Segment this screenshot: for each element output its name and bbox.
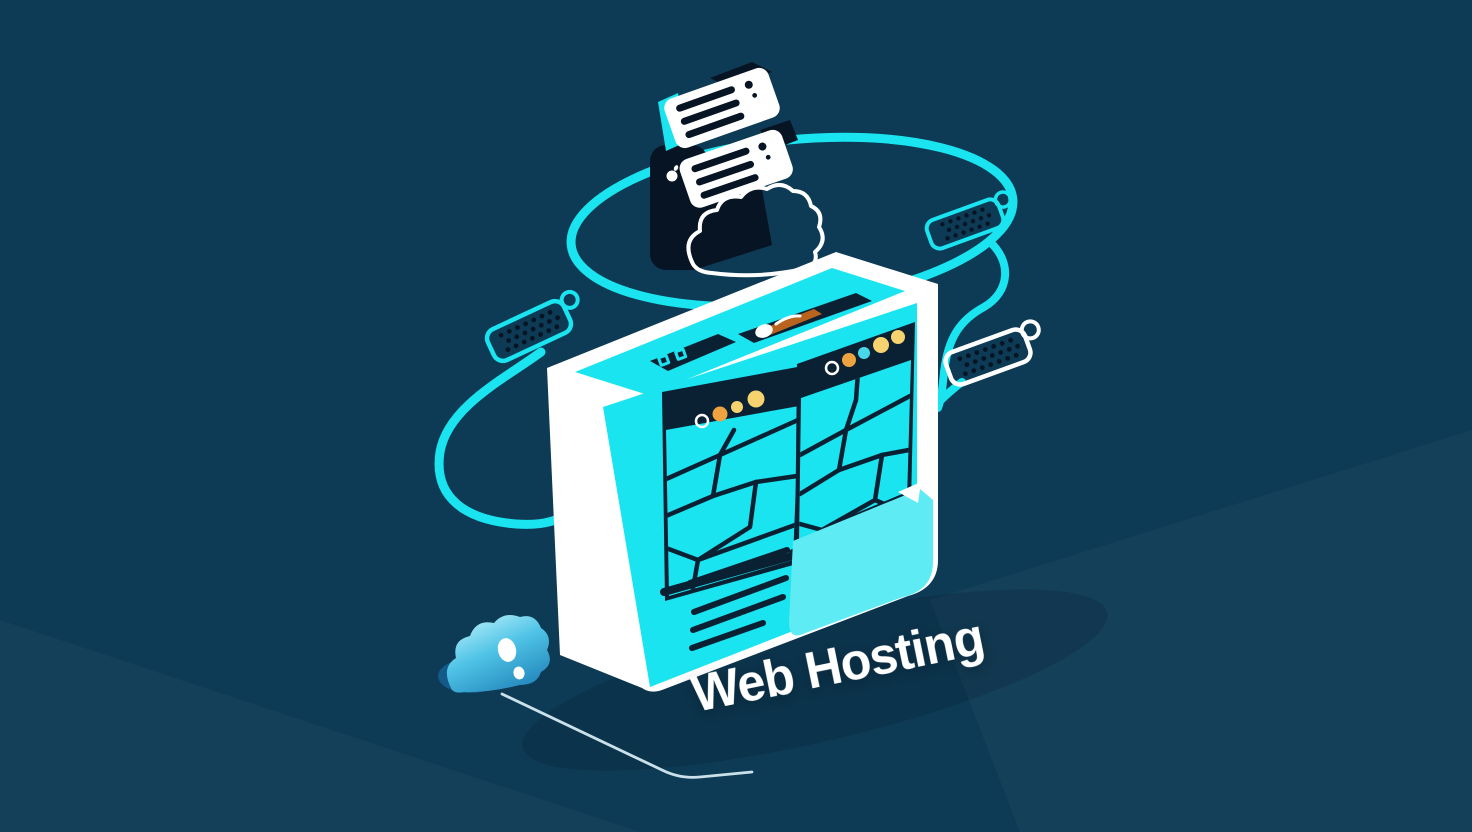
power-plug-icon (943, 319, 1041, 387)
power-cable-upper-right (924, 190, 1013, 412)
underline-swoosh-icon (500, 692, 754, 779)
apple-logo-icon (666, 165, 679, 182)
cracked-screen-icon (660, 366, 803, 601)
server-slot-lines (691, 147, 759, 199)
crack-pattern (666, 417, 799, 596)
cloud-lower-icon (438, 615, 550, 693)
cloud-hole (513, 666, 525, 680)
server-unit (658, 62, 780, 151)
power-plug-icon (924, 190, 1013, 251)
status-led-icon (694, 390, 765, 429)
battery-module-icon (738, 293, 872, 343)
plug-pin-dots (940, 207, 992, 241)
cloud-hole (497, 638, 517, 662)
power-cable-lower-right (936, 319, 1041, 405)
server-slot-lines (676, 86, 745, 139)
server-led (758, 142, 767, 151)
vent-lines (687, 547, 790, 651)
server-stack-icon (650, 62, 798, 270)
flap-notch (898, 482, 921, 503)
server-led (744, 80, 753, 89)
server-led (752, 92, 758, 98)
box-shadow (522, 589, 1108, 771)
screen-base-bar (660, 552, 796, 596)
server-led (765, 154, 771, 160)
power-plug-icon (484, 289, 580, 364)
power-cable-left (434, 289, 580, 529)
server-box (547, 252, 938, 692)
plug-pin-dots (957, 337, 1021, 377)
led-display-icon (650, 334, 736, 371)
corner-flap (789, 489, 933, 636)
cloud-upper-icon (686, 183, 825, 278)
status-led-icon (824, 330, 905, 376)
server-unit (679, 120, 798, 208)
plug-pin-dots (498, 309, 560, 353)
